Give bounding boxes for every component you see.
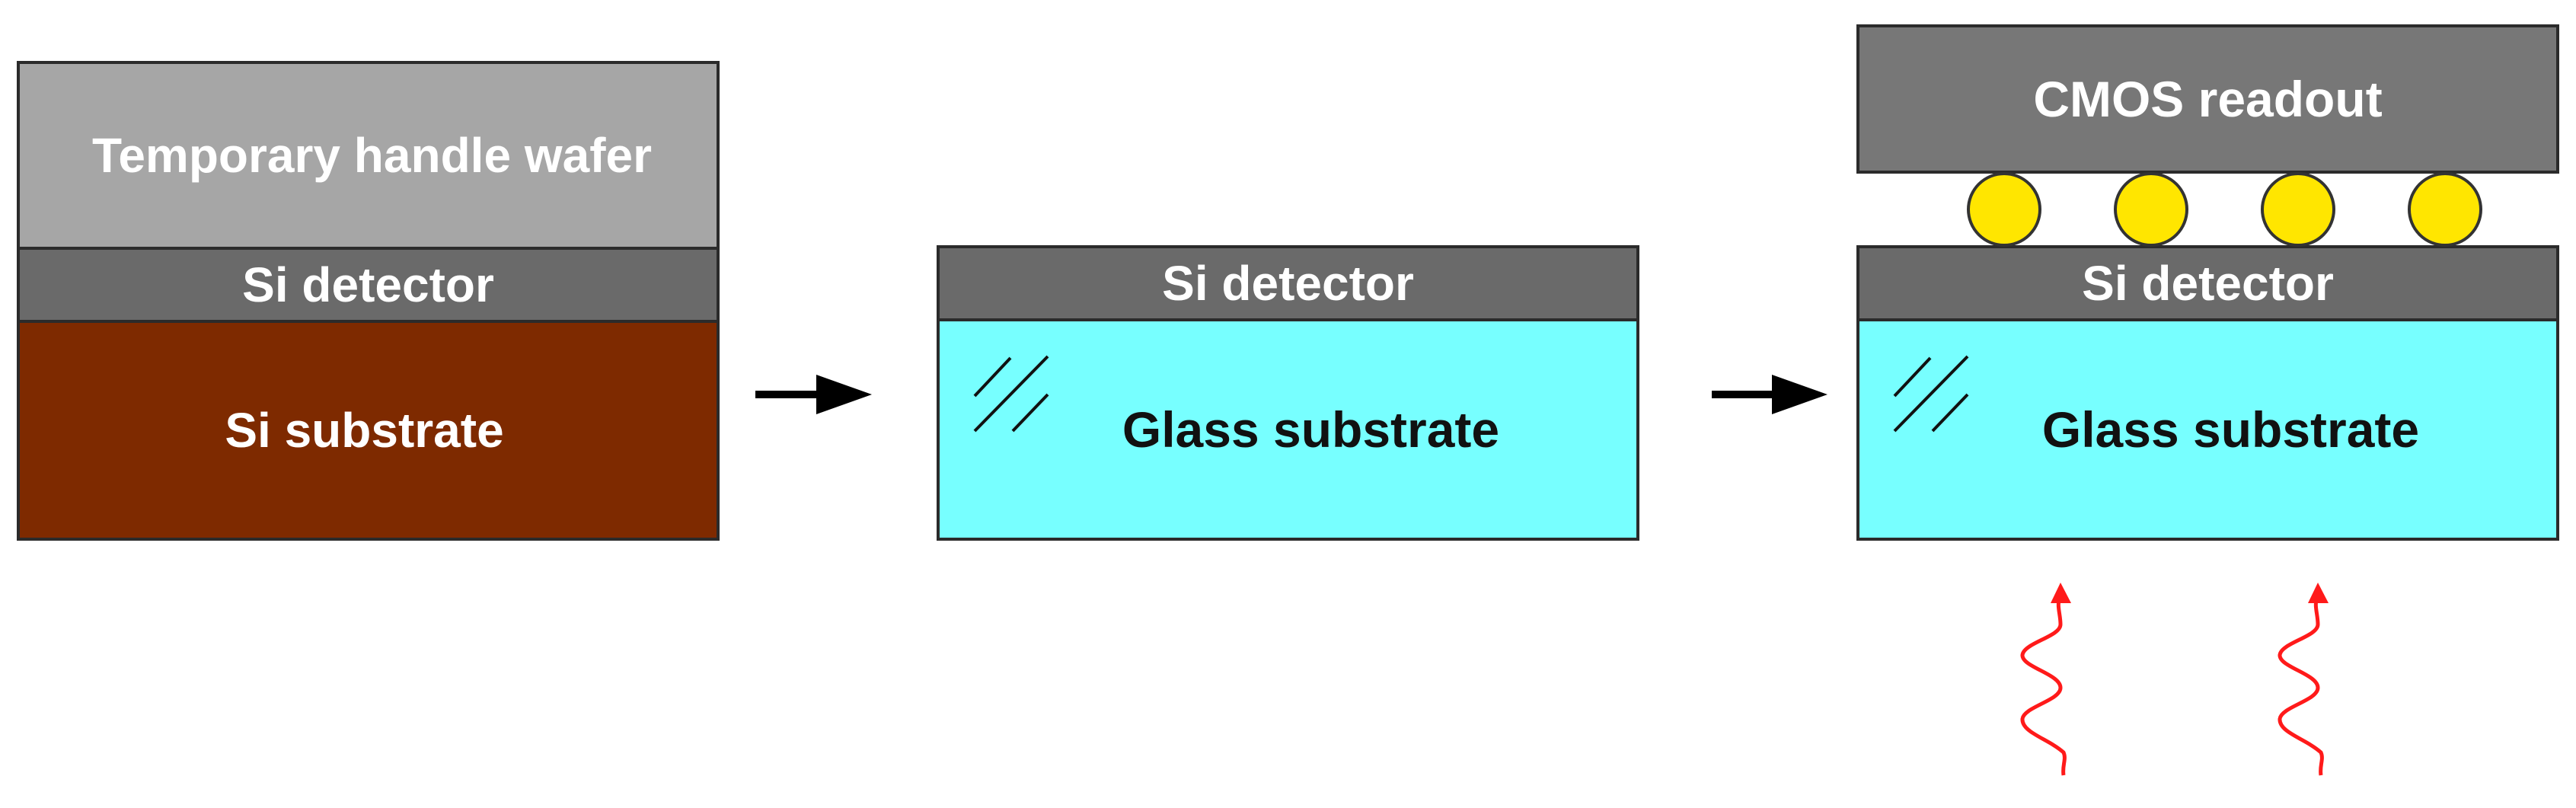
solder-bump-icon [2408, 172, 2482, 247]
stage3-si-detector: Si detector [1856, 245, 2559, 321]
stage1-handle-wafer: Temporary handle wafer [17, 61, 720, 250]
right-arrow-icon [1712, 375, 1827, 414]
stage3-glass-substrate: Glass substrate [1856, 318, 2559, 541]
stage3-cmos-readout: CMOS readout [1856, 24, 2559, 174]
stage3-substrate-label: Glass substrate [2041, 401, 2420, 458]
solder-bump-icon [1967, 172, 2041, 247]
stage1-si-detector: Si detector [17, 247, 720, 323]
stage2-glass-substrate: Glass substrate [937, 318, 1639, 541]
stage3-detector-label: Si detector [2082, 256, 2334, 311]
stage3-readout-label: CMOS readout [2033, 71, 2383, 127]
stage2-substrate-label: Glass substrate [1122, 401, 1500, 458]
radiation-wave-icon [2020, 583, 2071, 776]
stage1-handle-label: Temporary handle wafer [91, 128, 653, 183]
stage1-detector-label: Si detector [242, 257, 494, 312]
solder-bump-icon [2261, 172, 2335, 247]
radiation-wave-icon [2278, 583, 2329, 776]
stage2-si-detector: Si detector [937, 245, 1639, 321]
right-arrow-icon [755, 375, 872, 414]
stage1-substrate-label: Si substrate [225, 403, 504, 458]
stage1-si-substrate: Si substrate [17, 320, 720, 541]
stage2-detector-label: Si detector [1162, 256, 1414, 311]
solder-bump-icon [2114, 172, 2188, 247]
